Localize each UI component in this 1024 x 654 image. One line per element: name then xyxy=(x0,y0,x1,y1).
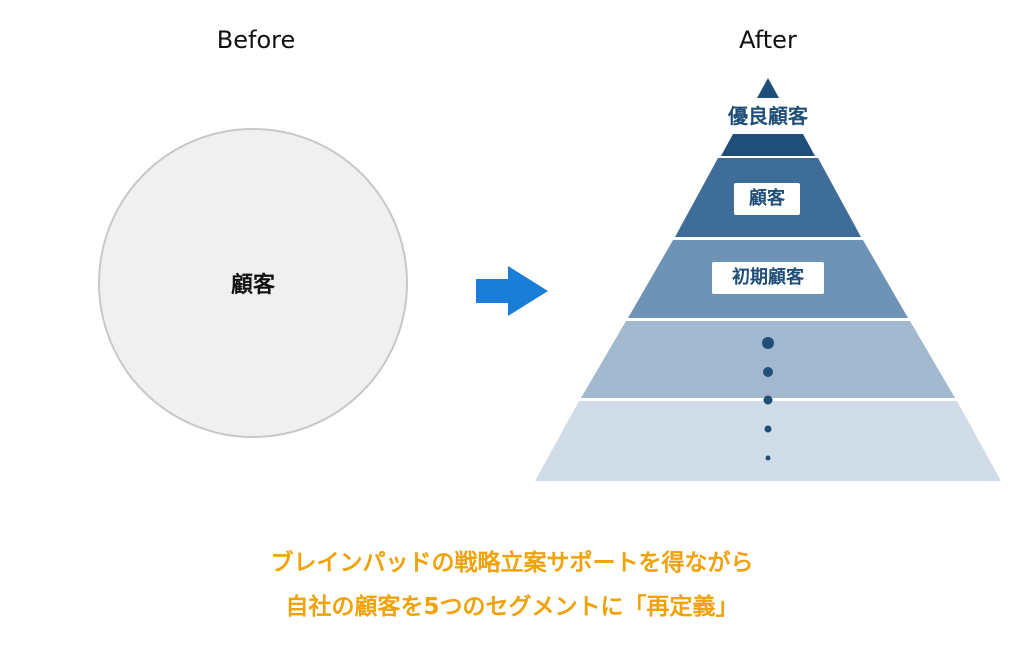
pyramid-tier-1b xyxy=(721,134,815,156)
ellipsis-dot xyxy=(762,337,774,349)
before-heading: Before xyxy=(216,26,296,54)
pyramid-label-top: 優良顧客 xyxy=(728,104,808,128)
pyramid-tier-4 xyxy=(581,321,955,398)
pyramid-label-lower: 初期顧客 xyxy=(712,262,824,294)
ellipsis-dot xyxy=(763,367,773,377)
ellipsis-dot xyxy=(763,395,773,405)
caption-line-2: 自社の顧客を5つのセグメントに「再定義」 xyxy=(285,594,739,620)
after-heading: After xyxy=(739,26,797,54)
ellipsis-dot xyxy=(764,425,772,433)
pyramid-tier-1 xyxy=(757,78,779,98)
pyramid-label-middle: 顧客 xyxy=(734,183,800,215)
pyramid-tier-5 xyxy=(535,401,1001,481)
right-arrow-icon xyxy=(476,266,548,316)
customer-circle: 顧客 xyxy=(98,128,408,438)
circle-label: 顧客 xyxy=(230,273,275,298)
ellipsis-dot xyxy=(765,455,771,461)
caption-line-1: ブレインパッドの戦略立案サポートを得ながら xyxy=(270,550,754,576)
